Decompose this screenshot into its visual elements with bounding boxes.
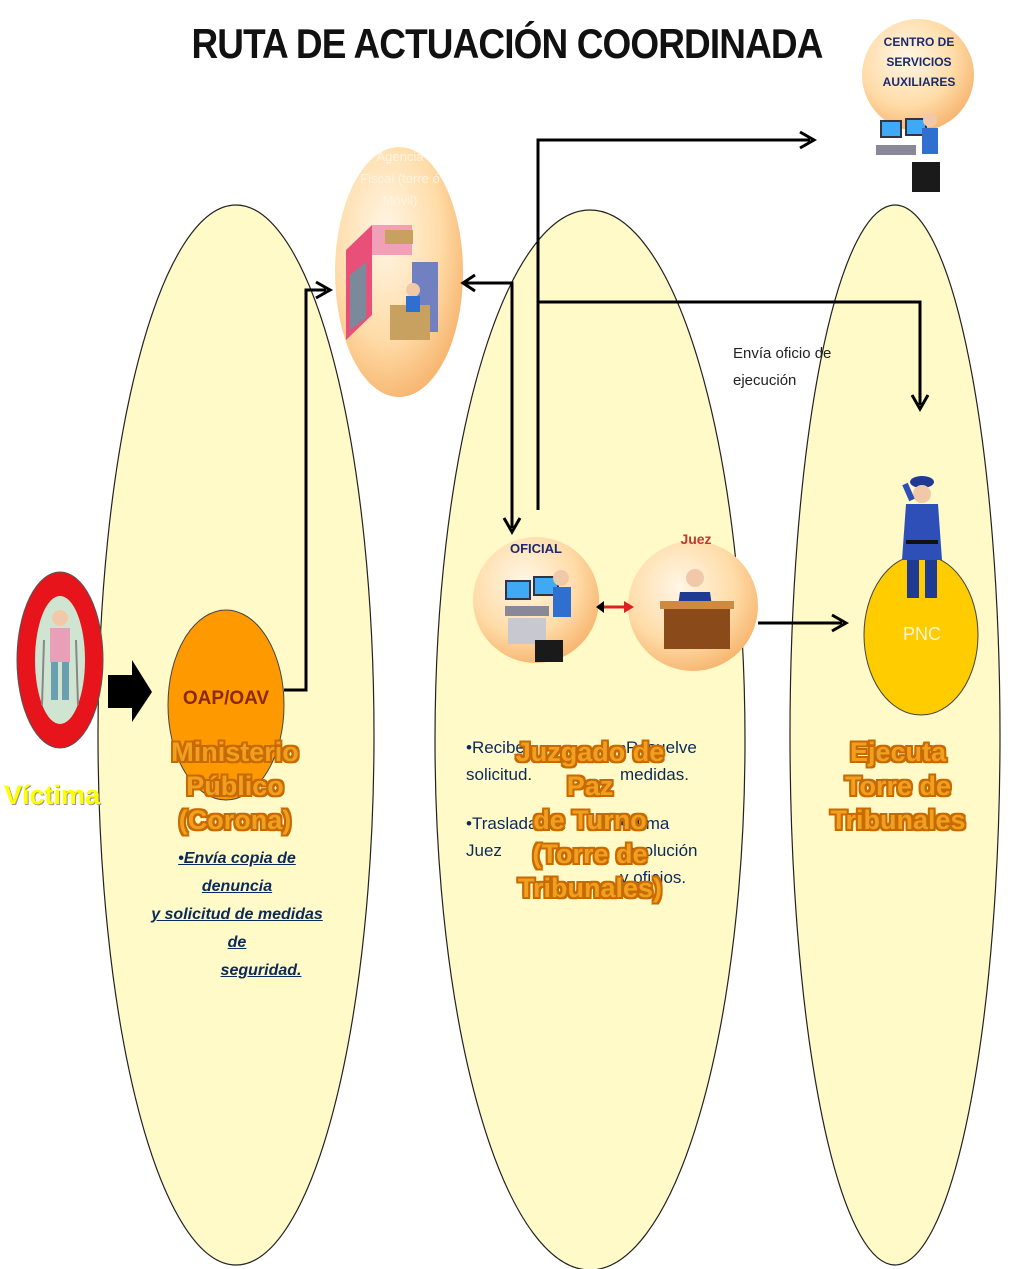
- arrowhead: [799, 130, 818, 150]
- arrowhead: [460, 273, 476, 293]
- ministerio-label-line1: Ministerio Público: [171, 737, 299, 801]
- centro-label-line1: CENTRO DE: [883, 35, 955, 49]
- oficial-task-line4: Juez: [466, 841, 502, 860]
- arrowhead: [315, 280, 334, 300]
- oficial-task-line3: •Traslada a: [466, 814, 552, 833]
- agencia-orb: [335, 147, 463, 397]
- oficial-task-line1: •Recibe: [466, 738, 525, 757]
- ejecuta-label-line2: Tribunales: [830, 805, 966, 835]
- mp-description-line2: y solicitud de medidas de: [151, 906, 323, 951]
- centro-label-line2: SERVICIOS AUXILIARES: [882, 55, 956, 89]
- juez-task-line4: resolución: [620, 841, 698, 860]
- arrowhead: [910, 394, 930, 413]
- arrowhead: [624, 601, 634, 613]
- ministerio-label-line2: (Corona): [178, 805, 292, 835]
- oficial-task-line2: solicitud.: [466, 765, 533, 784]
- agencia-label-line3: Móvil): [382, 193, 418, 208]
- computer-operator-icon: [505, 570, 571, 662]
- juez-task-line5: y oficios.: [620, 868, 687, 887]
- office-icon: [346, 225, 438, 340]
- juzgado-label-line3: (Torre de: [532, 839, 648, 869]
- mp-description-line3: seguridad.: [220, 962, 302, 979]
- arrowhead: [502, 517, 522, 536]
- page-title: RUTA DE ACTUACIÓN COORDINADA: [191, 20, 823, 67]
- oap-label: OAP/OAV: [182, 688, 270, 709]
- juzgado-label: Juzgado de Paz de Turno (Torre de Tribun…: [490, 735, 690, 905]
- centro-orb: [862, 19, 974, 131]
- ejecuta-label-line1: Ejecuta Torre de: [844, 737, 952, 801]
- judge-icon: [660, 569, 734, 649]
- person-icon: [41, 610, 79, 706]
- juez-tasks: •Resuelve medidas. •Firma resolución y o…: [620, 734, 720, 891]
- mp-description: •Envía copia de denuncia y solicitud de …: [144, 845, 330, 985]
- computer-operator-icon: [876, 113, 940, 192]
- oficial-orb: [473, 537, 599, 663]
- pnc-label: PNC: [902, 624, 941, 644]
- juez-label: Juez: [680, 531, 712, 547]
- agencia-label-line1: Agencia: [376, 149, 424, 164]
- envia-oficio-line2: ejecución: [733, 372, 797, 389]
- agencia-label: Agencia Fiscal (torre ó Móvil): [360, 146, 440, 212]
- juez-task-line1: •Resuelve: [620, 738, 697, 757]
- victima-arrow: [108, 660, 152, 722]
- juez-task-line3: •Firma: [620, 814, 670, 833]
- oap-circle: [167, 609, 285, 801]
- ejecuta-ellipse: [789, 204, 1001, 1266]
- arrowhead: [596, 601, 604, 613]
- agencia-label-line2: Fiscal (torre ó: [360, 171, 440, 186]
- envia-oficio-line1: Envía oficio de: [733, 345, 832, 362]
- oficial-label: OFICIAL: [510, 541, 562, 556]
- oficial-to-pnc-line: [538, 300, 922, 405]
- oficial-to-agencia-line: [465, 281, 514, 528]
- oficial-tasks: •Recibe solicitud. •Traslada a Juez: [466, 734, 566, 864]
- oficial-to-centro-line: [536, 138, 810, 510]
- arrowhead: [831, 613, 850, 633]
- police-icon: [902, 476, 942, 598]
- mp-description-line1: •Envía copia de denuncia: [178, 850, 296, 895]
- victima-label: Víctima: [4, 780, 101, 810]
- centro-label: CENTRO DE SERVICIOS AUXILIARES: [860, 32, 978, 92]
- juzgado-label-line4: Tribunales): [517, 873, 663, 903]
- ejecuta-label: Ejecuta Torre de Tribunales: [816, 735, 980, 837]
- juez-task-line2: medidas.: [620, 765, 689, 784]
- oap-to-agencia-line: [284, 288, 326, 692]
- envia-oficio-label: Envía oficio de ejecución: [733, 340, 831, 394]
- juzgado-label-line1: Juzgado de Paz: [515, 737, 665, 801]
- juzgado-label-line2: de Turno: [533, 805, 647, 835]
- ministerio-label: Ministerio Público (Corona): [130, 735, 340, 837]
